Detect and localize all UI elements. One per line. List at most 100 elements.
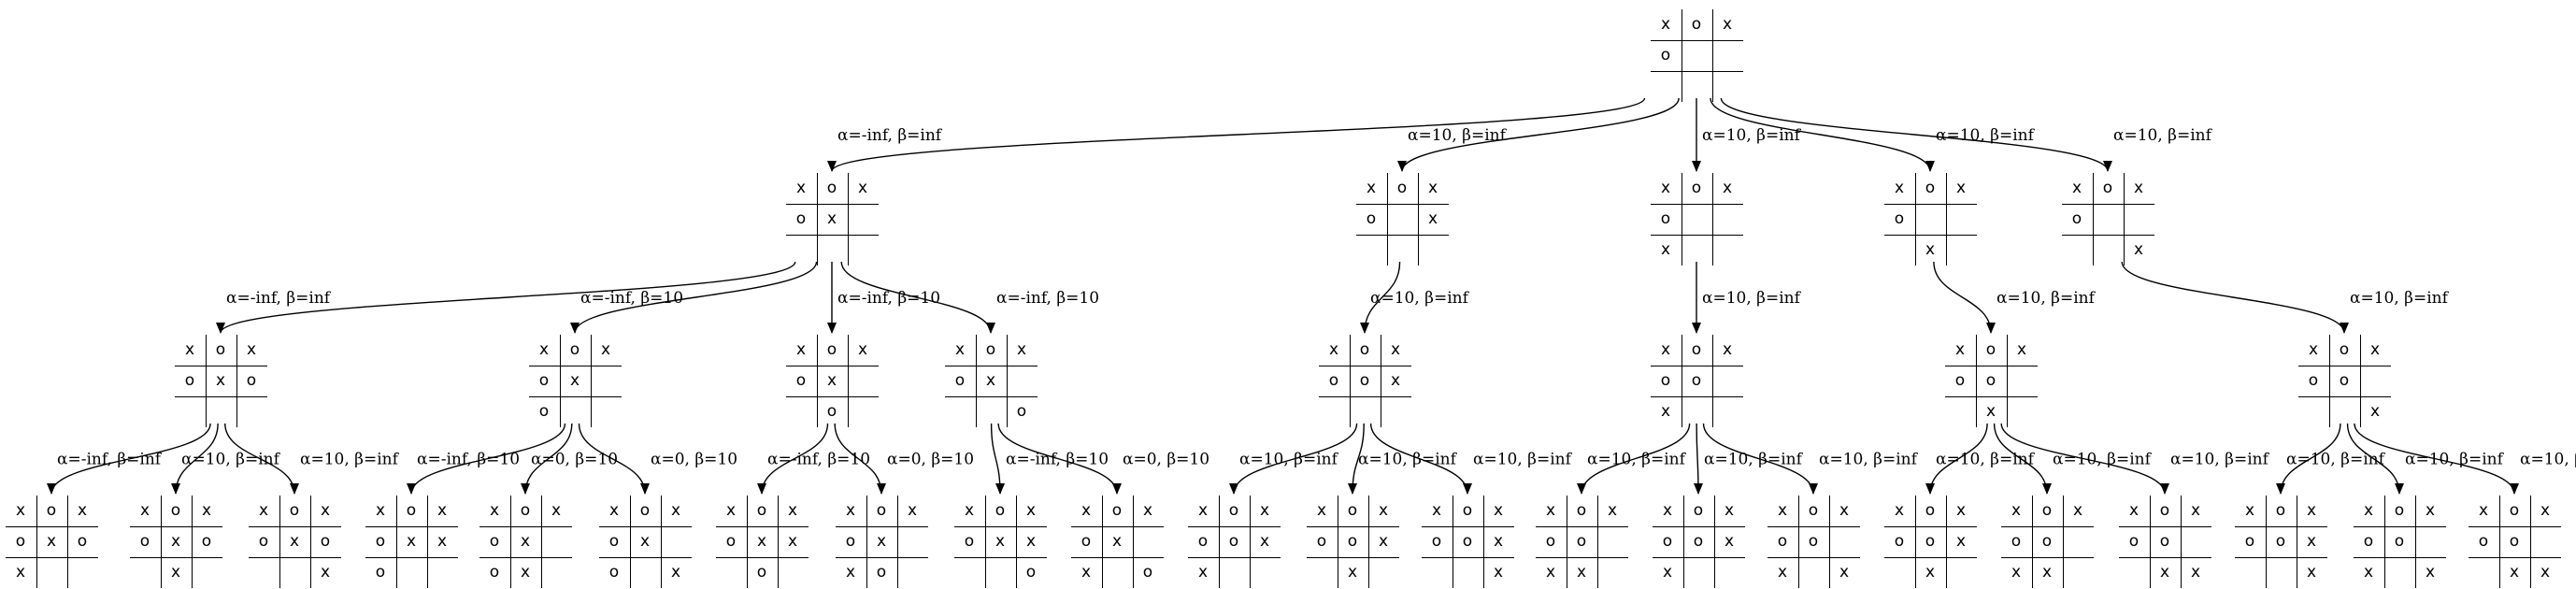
board-cell: x <box>1390 340 1401 359</box>
grid-line <box>1070 557 1164 559</box>
grid-line <box>1249 496 1251 588</box>
edge-label: α=10, β=inf <box>1704 451 1804 469</box>
board-cell: x <box>1390 371 1401 390</box>
board-cell: x <box>2041 563 2053 582</box>
grid-line <box>1652 526 1745 528</box>
board-cell: x <box>1016 340 1027 359</box>
board-cell: x <box>2011 501 2022 520</box>
board-cell: x <box>1328 340 1339 359</box>
board-cell <box>36 557 67 588</box>
board-cell: x <box>1894 179 1905 197</box>
board-cell <box>1682 40 1712 71</box>
board-cell <box>1219 557 1250 588</box>
board-cell: x <box>2540 501 2551 520</box>
edge-arrow <box>1925 423 1988 495</box>
grid-line <box>1650 71 1743 73</box>
board-cell: x <box>1025 501 1037 520</box>
edge-label: α=10, β=inf <box>1587 451 1687 469</box>
edge-label: α=10, β=inf <box>1702 126 1802 145</box>
grid-line <box>2031 496 2033 588</box>
board-cell <box>2469 557 2499 588</box>
grid-line <box>509 496 511 588</box>
grid-line <box>629 496 631 588</box>
board-cell: o <box>2339 340 2350 359</box>
board-cell: o <box>1925 501 1936 520</box>
grid-line <box>1914 173 1916 266</box>
board-cell <box>1682 235 1712 266</box>
board-cell <box>1387 204 1418 235</box>
edge-label: α=10, β=inf <box>1473 451 1573 469</box>
grid-line <box>1367 496 1369 588</box>
board-cell: x <box>2306 532 2317 551</box>
board-cell: x <box>1925 240 1936 259</box>
board-cell: o <box>1985 371 1996 390</box>
board-cell: x <box>2308 340 2319 359</box>
grid-line <box>598 526 692 528</box>
board-cell <box>396 557 427 588</box>
board-cell <box>1884 557 1915 588</box>
board-cell <box>2181 526 2211 557</box>
board-cell: x <box>1576 563 1587 582</box>
edge-arrow <box>1369 423 1472 495</box>
board-cell: x <box>436 532 448 551</box>
board-cell <box>1350 396 1381 427</box>
board-cell <box>1945 396 1976 427</box>
grid-line <box>129 526 222 528</box>
board-cell: o <box>1954 371 1966 390</box>
board-cell <box>1250 557 1281 588</box>
board-cell: o <box>2159 532 2170 551</box>
board-cell <box>954 557 985 588</box>
board-cell: o <box>320 532 331 551</box>
grid-line <box>896 496 898 588</box>
board-cell: x <box>489 501 500 520</box>
grid-line <box>479 557 572 559</box>
board-cell <box>2063 557 2094 588</box>
board-cell <box>786 396 817 427</box>
board-cell <box>848 204 879 235</box>
board-cell: o <box>2041 532 2053 551</box>
board-cell: x <box>1378 501 1389 520</box>
edge-label: α=-inf, β=10 <box>837 289 940 308</box>
grid-line <box>847 335 849 427</box>
edge-arrow <box>2276 423 2341 495</box>
grid-line <box>1306 526 1399 528</box>
board-cell: x <box>201 501 212 520</box>
board-cell: x <box>985 371 996 390</box>
board-cell <box>2119 557 2150 588</box>
grid-line <box>2062 496 2064 588</box>
grid-line <box>2468 557 2561 559</box>
board-cell <box>1946 557 1977 588</box>
board-cell: o <box>1808 532 1819 551</box>
board-cell: o <box>876 501 887 520</box>
board-cell: o <box>1777 532 1788 551</box>
grid-line <box>2061 204 2154 206</box>
board-cell: x <box>77 501 88 520</box>
edge-arrow <box>521 423 573 495</box>
grid-line <box>1944 396 2038 398</box>
board-cell: x <box>1259 532 1270 551</box>
board-cell: o <box>1985 340 1996 359</box>
board-cell: x <box>787 532 798 551</box>
board-cell <box>716 557 747 588</box>
grid-line <box>1650 396 1743 398</box>
board-cell: o <box>608 532 620 551</box>
edge-label: α=0, β=10 <box>887 451 974 469</box>
edge-arrow <box>1702 423 1818 495</box>
board-cell: o <box>2275 501 2286 520</box>
grid-line <box>248 526 341 528</box>
board-cell: o <box>2509 532 2520 551</box>
board-cell: o <box>1396 179 1408 197</box>
edge-label: α=-inf, β=10 <box>767 451 870 469</box>
board-cell <box>1714 557 1745 588</box>
board-cell: o <box>995 501 1006 520</box>
board-cell: x <box>2071 179 2082 197</box>
grid-line <box>953 557 1047 559</box>
grid-line <box>1218 496 1220 588</box>
